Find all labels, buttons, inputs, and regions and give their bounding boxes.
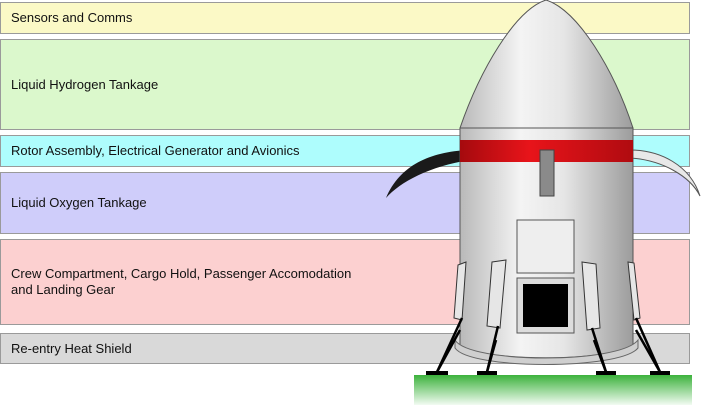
- nose-cone: [459, 0, 634, 129]
- band-label-sensors: Sensors and Comms: [11, 10, 133, 25]
- rotor-blade-left: [386, 150, 470, 198]
- band-label-heat-shield: Re-entry Heat Shield: [11, 340, 132, 356]
- leg-panel-3: [581, 261, 601, 331]
- leg-panel-2: [486, 259, 507, 329]
- landing-gear-struts: [435, 317, 662, 373]
- rotor-mast: [539, 149, 555, 197]
- rotor-blade-right: [629, 149, 701, 197]
- band-label-rotor: Rotor Assembly, Electrical Generator and…: [11, 143, 300, 158]
- footpad-1: [426, 371, 448, 375]
- landing-footpads: [426, 371, 670, 375]
- leg-panel-4: [627, 261, 641, 321]
- band-sensors-and-comms: Sensors and Comms: [0, 2, 690, 34]
- footpad-2: [477, 371, 497, 375]
- lower-hatch-opening: [523, 284, 568, 327]
- band-label-crew: Crew Compartment, Cargo Hold, Passenger …: [11, 266, 352, 297]
- ground: [414, 375, 692, 405]
- band-label-liquid-hydrogen: Liquid Hydrogen Tankage: [11, 76, 159, 92]
- footpad-4: [650, 371, 670, 375]
- footpad-3: [596, 371, 616, 375]
- band-label-liquid-oxygen: Liquid Oxygen Tankage: [11, 195, 147, 210]
- upper-hatch: [516, 219, 575, 274]
